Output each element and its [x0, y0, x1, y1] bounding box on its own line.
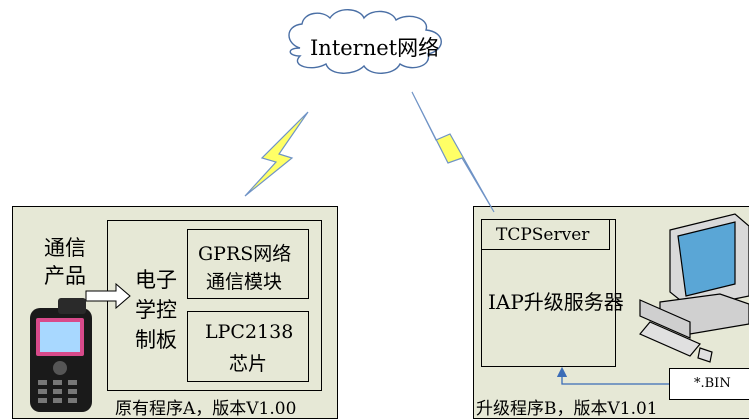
control-board-box — [107, 220, 322, 391]
gprs-module-box — [187, 229, 309, 299]
internet-cloud-shape — [288, 9, 442, 74]
chip-label-line2: 芯片 — [229, 353, 268, 375]
gprs-label-line2: 通信模块 — [206, 271, 283, 293]
cloud-label: Internet网络 — [310, 36, 440, 60]
lightning-bolt-left-icon — [244, 111, 309, 197]
upload-arrow-icon — [556, 366, 669, 385]
gprs-label-line1: GPRS网络 — [198, 243, 292, 265]
tcp-server-label: TCPServer — [496, 225, 590, 245]
board-label-line2: 学控 — [135, 298, 177, 322]
chip-label-line1: LPC2138 — [205, 321, 294, 343]
product-label-line1: 通信 — [44, 236, 86, 260]
tcp-server-box — [481, 219, 610, 250]
board-label-line3: 制板 — [135, 328, 177, 352]
lightning-bolt-right-icon — [411, 91, 495, 213]
right-version-caption: 升级程序B，版本V1.01 — [476, 399, 658, 419]
data-flow-arrow-icon — [85, 282, 131, 310]
chip-box — [187, 311, 309, 382]
left-version-caption: 原有程序A，版本V1.00 — [115, 399, 297, 419]
bin-file-label: *.BIN — [694, 376, 731, 391]
product-label-line2: 产品 — [44, 264, 86, 288]
board-label-line1: 电子 — [135, 268, 177, 292]
desktop-computer-icon — [639, 213, 749, 363]
iap-server-label: IAP升级服务器 — [488, 290, 624, 314]
handheld-terminal-icon — [30, 298, 92, 412]
bin-file-box — [669, 368, 749, 400]
